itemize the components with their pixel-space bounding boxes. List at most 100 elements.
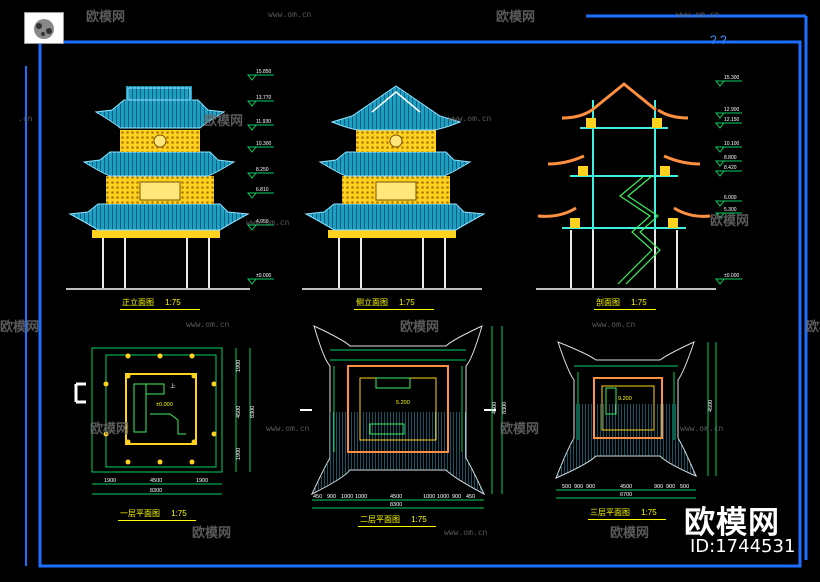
side-elevation-drawing	[302, 85, 486, 290]
front-elevation-levels: 15.85013.77011.93010.3008.2506.8104.950±…	[246, 69, 274, 285]
watermark-url: www.om.cn	[448, 114, 492, 123]
watermark-brand: 欧模网	[710, 214, 750, 229]
level-value: ±0.000	[256, 273, 271, 279]
level-value: 4.950	[256, 219, 269, 225]
section-title: 剖面图 1:75	[596, 298, 647, 307]
level-value: 6.000	[724, 195, 737, 201]
plan-1f-stair-mark: 上	[170, 382, 176, 390]
plan-1f-dim-total: 8300	[150, 488, 162, 494]
watermark-url: .cn	[18, 114, 33, 123]
level-marker-icon	[714, 160, 726, 167]
plan-1f-dim-right-b: 4500	[236, 406, 242, 418]
watermark-url: www.om.cn	[592, 320, 636, 329]
level-value: 11.930	[256, 119, 271, 125]
plan-1f-dim-b: 4500	[150, 478, 162, 484]
plan-3f-dim-4: 900	[654, 484, 663, 490]
front-elevation-title: 正立面图 1:75	[122, 298, 181, 307]
watermark-brand: 欧模网	[86, 10, 126, 25]
plan-1f-dim-right-a: 1900	[236, 360, 242, 372]
level-value: 15.850	[256, 69, 272, 75]
watermark-brand: 欧模网	[400, 320, 440, 335]
plan-3f-dim-total: 6700	[620, 492, 632, 498]
section-drawing	[536, 82, 716, 290]
plan-2f-dim-total: 8300	[390, 502, 402, 508]
plan-3f-dim-3: 4500	[620, 484, 632, 490]
watermark-brand: 欧模网	[610, 526, 650, 541]
level-marker-icon	[246, 124, 258, 131]
level-value: 8.250	[256, 167, 269, 173]
watermark-url: www.om.cn	[268, 10, 312, 19]
watermark-brand: 欧模网	[496, 10, 536, 25]
logo-thumbnail	[24, 12, 64, 44]
watermark-url: www.om.cn	[266, 424, 310, 433]
level-value: 12.150	[724, 117, 740, 123]
plan-2f-title: 二层平面图 1:75	[360, 515, 427, 524]
watermark-url: www.om.cn	[676, 10, 720, 19]
level-value: 12.900	[724, 107, 740, 113]
plan-2f-dim-0: 450	[313, 494, 322, 500]
side-elevation-title: 侧立面图 1:75	[356, 298, 415, 307]
level-marker-icon	[714, 278, 726, 285]
watermark-url: www.om.cn	[246, 218, 290, 227]
plan-2f-dim-6: 1000	[437, 494, 449, 500]
level-value: ±0.000	[724, 273, 739, 279]
plan-3f-dim-2: 900	[586, 484, 595, 490]
plan-3f-dim-5: 900	[666, 484, 675, 490]
watermark-brand: 欧模网	[90, 422, 130, 437]
plan-1f-dim-c: 1900	[196, 478, 208, 484]
watermark-url: www.om.cn	[680, 424, 724, 433]
level-marker-icon	[246, 146, 258, 153]
brand-badge-id: ID:1744531	[690, 536, 796, 557]
level-marker-icon	[246, 278, 258, 285]
plan-3f-dim-right: 4500	[708, 400, 714, 412]
section-scale: 1:75	[631, 298, 647, 307]
watermark-brand: 欧模网	[806, 320, 820, 335]
plan-1f-title: 一层平面图 1:75	[120, 509, 187, 518]
brand-badge-title: 欧模网	[684, 505, 780, 541]
front-elevation-scale: 1:75	[165, 298, 181, 307]
plan-1f-dim-a: 1900	[104, 478, 116, 484]
level-value: 6.810	[256, 187, 269, 193]
level-value: 8.800	[724, 155, 737, 161]
watermark-url: www.om.cn	[186, 320, 230, 329]
plan-2f-dim-5: 1000	[423, 494, 435, 500]
level-marker-icon	[246, 100, 258, 107]
plan-2f-dim-2: 1000	[341, 494, 353, 500]
plan-2f-dim-3: 1000	[355, 494, 367, 500]
plan-1f-scale: 1:75	[171, 509, 187, 518]
level-marker-icon	[714, 80, 726, 87]
plan-3f-dim-1: 900	[574, 484, 583, 490]
plan-3f-dim-6: 500	[680, 484, 689, 490]
plan-2f-dim-right-b: 8300	[502, 402, 508, 414]
plan-3f-level: 9.200	[618, 396, 632, 402]
level-value: 10.100	[724, 141, 740, 147]
level-value: 10.300	[256, 141, 272, 147]
level-marker-icon	[714, 146, 726, 153]
plan-3f-dim-0: 500	[562, 484, 571, 490]
plan-2f-scale: 1:75	[411, 515, 427, 524]
plan-3f-scale: 1:75	[641, 508, 657, 517]
plan-2f-dim-1: 900	[327, 494, 336, 500]
level-marker-icon	[714, 122, 726, 129]
level-value: 5.300	[724, 207, 737, 213]
plan-3f-title: 三层平面图 1:75	[590, 508, 657, 517]
watermark-url: www.om.cn	[444, 528, 488, 537]
plan-1f-level: ±0.000	[156, 402, 173, 408]
level-marker-icon	[714, 200, 726, 207]
watermark-brand: 欧模网	[500, 422, 540, 437]
front-elevation-drawing	[66, 86, 250, 290]
plan-1f-drawing	[74, 347, 223, 473]
level-marker-icon	[246, 192, 258, 199]
section-levels: 15.30012.90012.15010.1008.8008.4206.0005…	[714, 75, 742, 285]
level-value: 8.420	[724, 165, 737, 171]
watermark-brand: 欧模网	[204, 114, 244, 129]
watermark-brand: 欧模网	[192, 526, 232, 541]
level-marker-icon	[246, 74, 258, 81]
level-marker-icon	[246, 172, 258, 179]
plan-2f-level: 5.200	[396, 400, 410, 406]
plan-1f-dim-right-total: 8300	[250, 406, 256, 418]
header-marks: ? ?	[710, 33, 727, 47]
side-elevation-scale: 1:75	[399, 298, 415, 307]
plan-2f-dim-8: 450	[466, 494, 475, 500]
